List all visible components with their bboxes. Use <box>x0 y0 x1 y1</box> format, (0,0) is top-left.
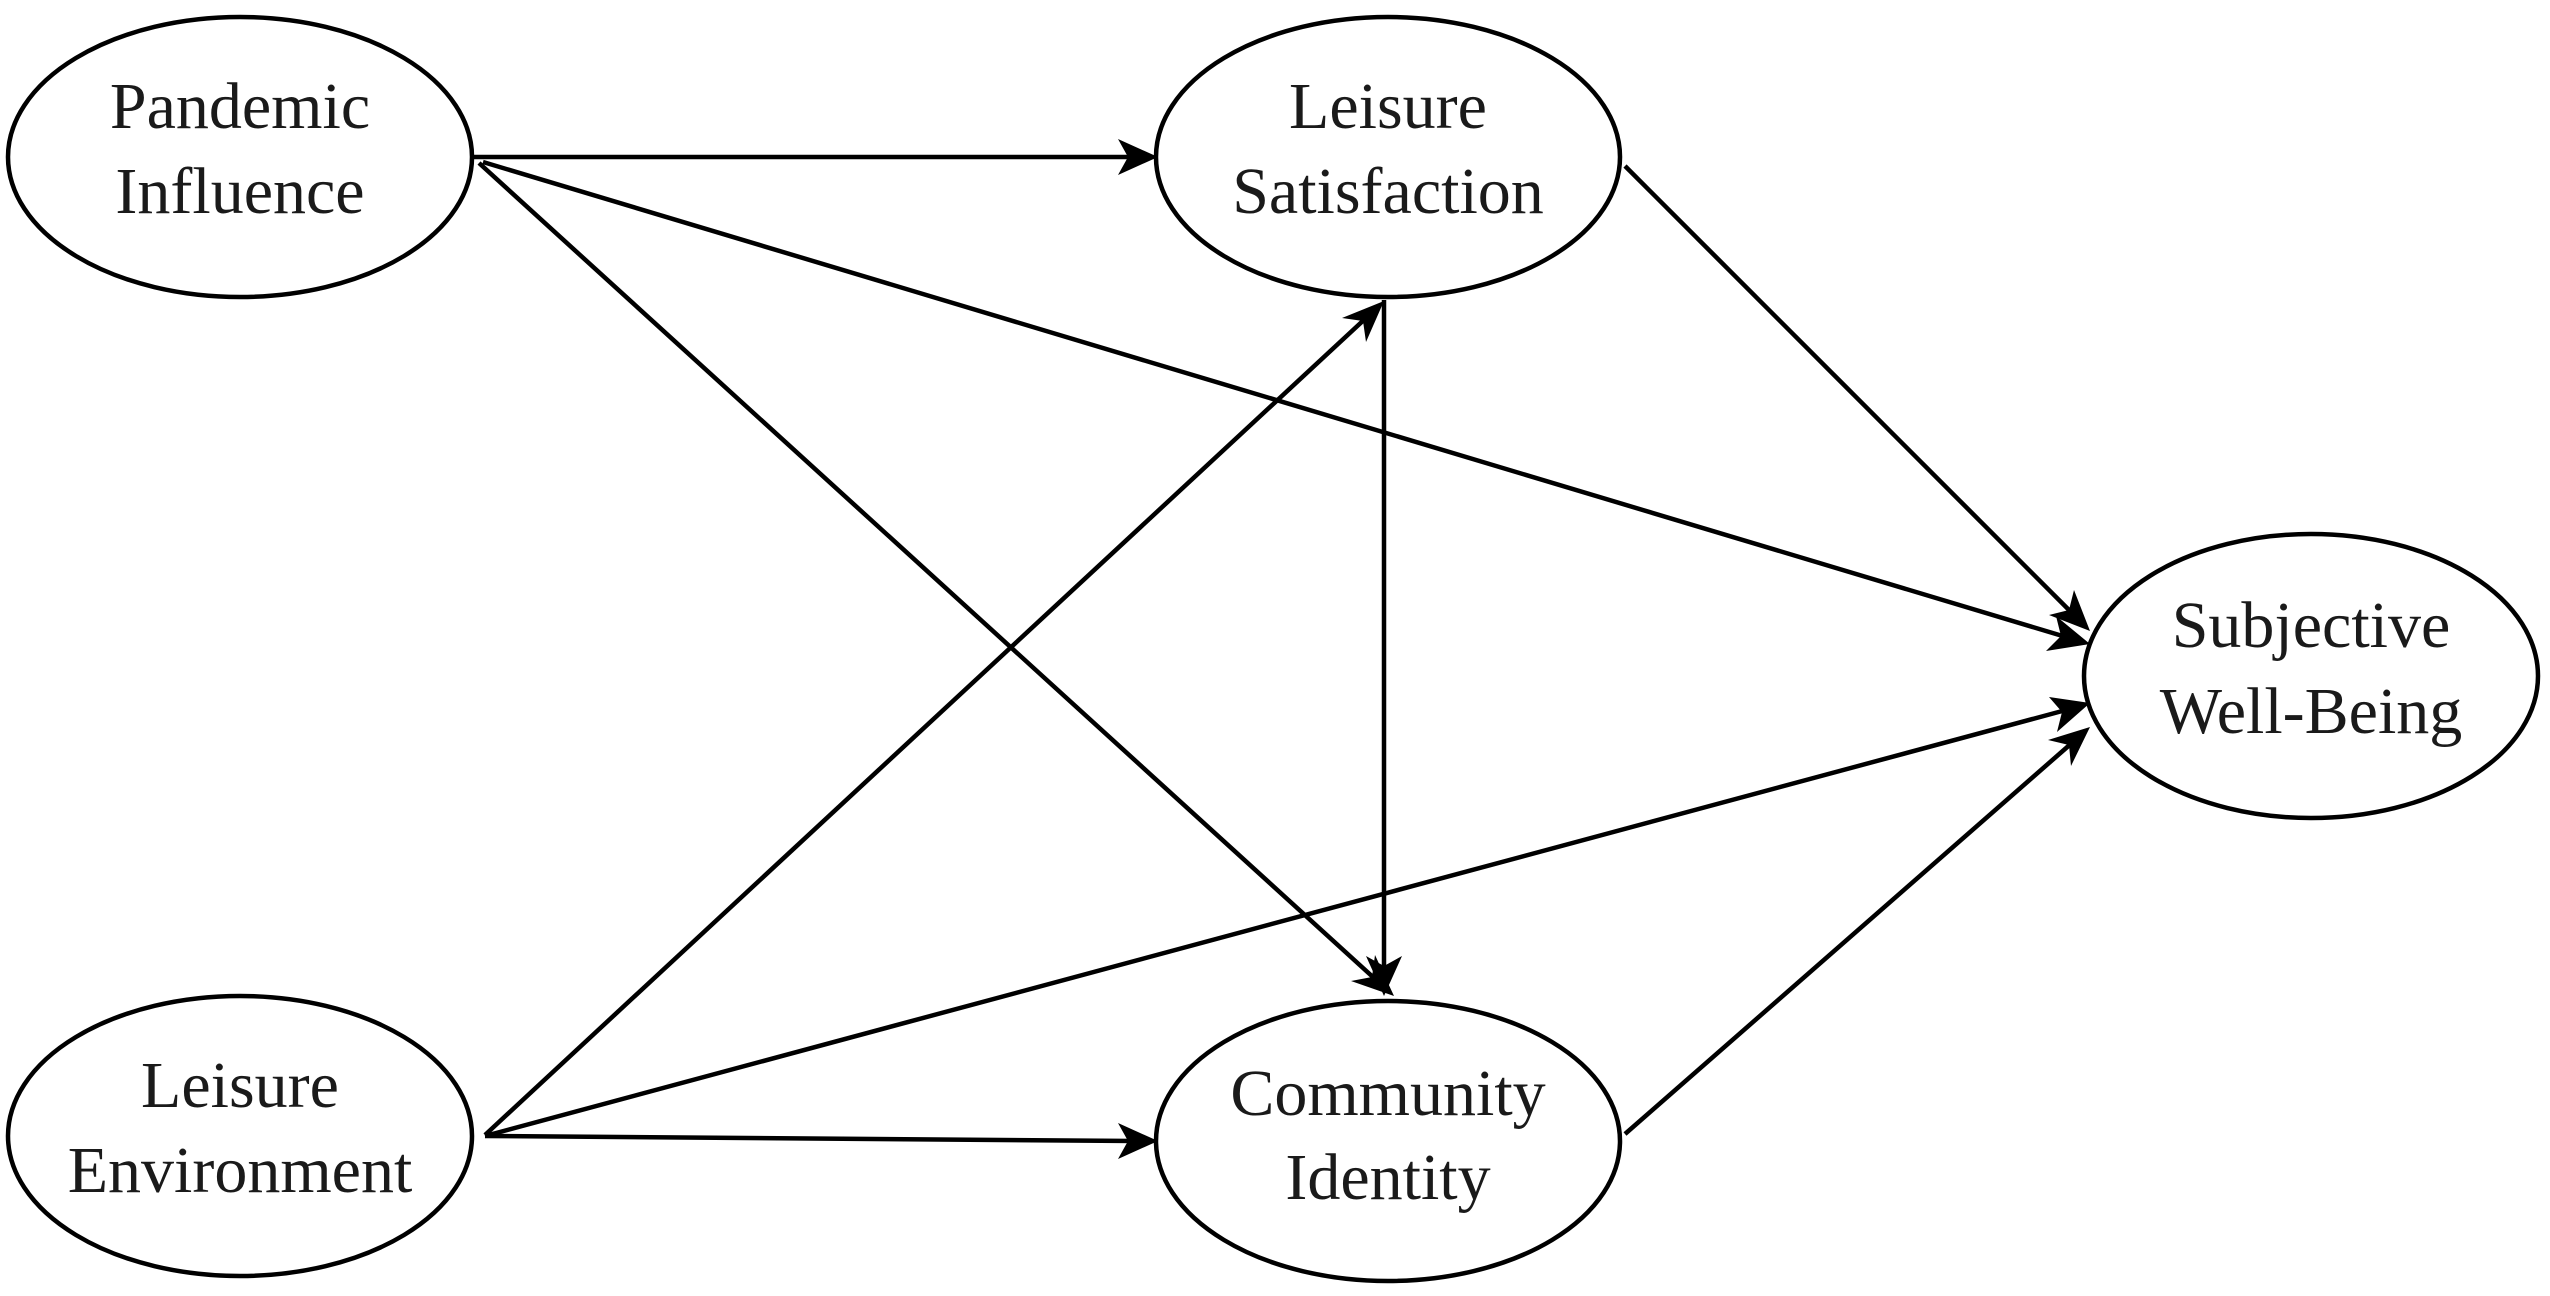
node-pandemic-influence-line2: Influence <box>115 155 364 228</box>
node-leisure-satisfaction-line1: Leisure <box>1289 70 1487 143</box>
edge-satisfaction-to-community-arrowhead <box>1366 956 1402 996</box>
edge-pandemic-to-wellbeing <box>482 159 2067 640</box>
edge-environment-to-community-arrowhead <box>1118 1123 1158 1159</box>
edge-pandemic-to-satisfaction-arrowhead <box>1118 139 1158 175</box>
edge-environment-to-satisfaction <box>483 316 1368 1137</box>
node-community-identity: Community Identity <box>1153 998 1623 1284</box>
node-subjective-well-being-line1: Subjective <box>2172 589 2451 662</box>
edge-community-to-wellbeing <box>1623 740 2075 1136</box>
edge-community-to-wellbeing-arrowhead <box>2048 727 2090 766</box>
node-subjective-well-being: Subjective Well-Being <box>2081 531 2541 821</box>
edge-pandemic-to-wellbeing-arrowhead <box>2046 616 2090 651</box>
edge-environment-to-wellbeing-arrowhead <box>2049 697 2090 732</box>
node-subjective-well-being-line2: Well-Being <box>2160 675 2463 748</box>
edge-satisfaction-to-wellbeing-arrowhead <box>2049 590 2090 631</box>
node-community-identity-line1: Community <box>1230 1057 1545 1130</box>
edge-pandemic-to-community <box>477 161 1376 980</box>
edge-satisfaction-to-wellbeing <box>1623 164 2075 616</box>
edge-environment-to-satisfaction-arrowhead <box>1342 301 1384 342</box>
edges-layer <box>473 139 2090 1159</box>
edge-environment-to-community <box>484 1133 1136 1144</box>
nodes-layer: Pandemic Influence Leisure Satisfaction … <box>5 14 2541 1284</box>
node-leisure-environment: Leisure Environment <box>5 993 475 1279</box>
node-leisure-satisfaction: Leisure Satisfaction <box>1153 14 1623 300</box>
node-leisure-environment-line1: Leisure <box>141 1049 339 1122</box>
node-leisure-satisfaction-line2: Satisfaction <box>1232 155 1544 228</box>
node-community-identity-line2: Identity <box>1285 1141 1490 1214</box>
node-pandemic-influence: Pandemic Influence <box>5 14 475 300</box>
edge-environment-to-wellbeing <box>484 707 2067 1139</box>
node-leisure-environment-line2: Environment <box>68 1134 413 1207</box>
node-pandemic-influence-line1: Pandemic <box>110 70 370 143</box>
